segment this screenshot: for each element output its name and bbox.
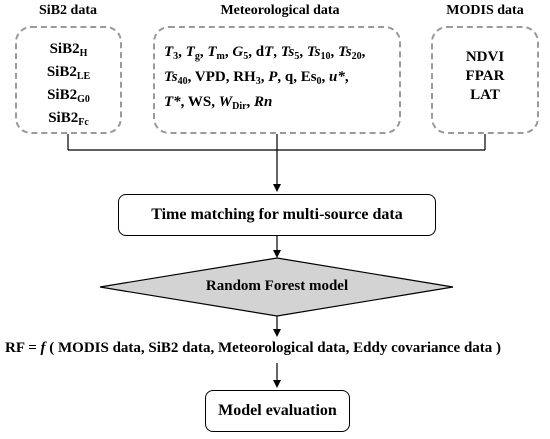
modis-box: NDVI FPAR LAT	[431, 26, 539, 134]
random-forest-label: Random Forest model	[205, 278, 349, 294]
modis-heading: MODIS data	[446, 3, 524, 18]
met-line-3: T*, WS, WDir, Rn	[164, 94, 273, 112]
sib2-box: SiB2H SiB2LE SiB2G0 SiB2Fc	[15, 26, 122, 134]
modis-item-fpar: FPAR	[465, 68, 505, 84]
random-forest-diamond	[99, 257, 454, 317]
formula-lhs: RF =	[5, 340, 41, 356]
sib2-item-le: SiB2LE	[46, 64, 91, 82]
sib2-list: SiB2H SiB2LE SiB2G0 SiB2Fc	[17, 40, 120, 132]
formula-function: f	[40, 340, 46, 356]
modis-item-lat: LAT	[470, 87, 500, 103]
model-evaluation-box: Model evaluation	[205, 390, 350, 432]
formula-rhs: ( MODIS data, SiB2 data, Meteorological …	[45, 340, 502, 356]
sib2-item-fc: SiB2Fc	[48, 110, 89, 128]
met-line-1: T3, Tg, Tm, G5, dT, Ts5, Ts10, Ts20,	[164, 44, 366, 62]
met-line-2: Ts40, VPD, RH3, P, q, Es0, u*,	[164, 69, 349, 87]
meteorological-list: T3, Tg, Tm, G5, dT, Ts5, Ts10, Ts20, Ts4…	[164, 42, 395, 117]
sib2-item-h: SiB2H	[49, 41, 88, 59]
meteorological-heading: Meteorological data	[220, 3, 340, 18]
modis-item-ndvi: NDVI	[465, 49, 505, 65]
rf-formula: RF = f ( MODIS data, SiB2 data, Meteorol…	[5, 340, 501, 357]
meteorological-box: T3, Tg, Tm, G5, dT, Ts5, Ts10, Ts20, Ts4…	[153, 26, 401, 134]
sib2-heading: SiB2 data	[39, 3, 97, 18]
sib2-item-g0: SiB2G0	[47, 87, 90, 105]
modis-list: NDVI FPAR LAT	[433, 48, 537, 105]
time-matching-box: Time matching for multi-source data	[118, 194, 436, 236]
